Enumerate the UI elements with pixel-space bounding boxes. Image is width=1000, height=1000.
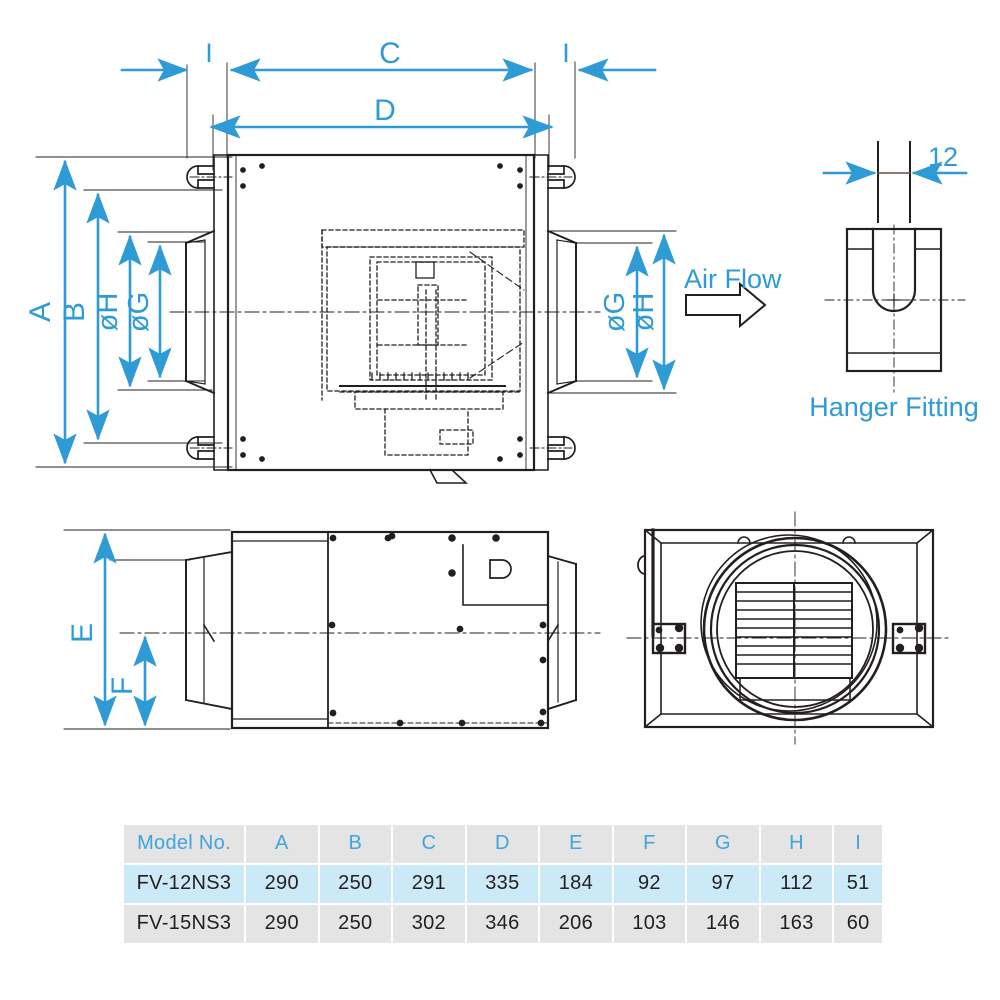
dimension-table-body: Model No. A B C D E F G H I FV-12NS3 290… (124, 825, 882, 943)
table-cell: 290 (246, 905, 318, 943)
end-view (637, 528, 935, 729)
dim-label-E: E (66, 623, 99, 643)
dim-label-B: B (58, 302, 91, 322)
table-cell: 291 (393, 865, 465, 903)
table-header-cell: G (687, 825, 759, 863)
air-flow-label: Air Flow (684, 264, 782, 294)
table-cell-model: FV-12NS3 (124, 865, 244, 903)
end-view-centerlines (626, 511, 951, 745)
hanger-fitting-label: Hanger Fitting (809, 392, 979, 422)
table-cell: 335 (466, 865, 539, 903)
table-header-cell: I (834, 825, 882, 863)
table-cell: 163 (760, 905, 833, 943)
dim-label-I-left: I (205, 38, 213, 68)
table-cell: 346 (466, 905, 539, 943)
table-cell: 290 (246, 865, 318, 903)
dimension-lines-side (93, 532, 157, 727)
bracket-centerlines (189, 176, 573, 449)
table-cell: 97 (687, 865, 759, 903)
table-cell: 302 (393, 905, 465, 943)
dimension-lines-right (625, 233, 676, 391)
table-header-cell: F (613, 825, 686, 863)
dim-label-H-left: øH (92, 293, 124, 332)
table-cell: 206 (540, 905, 612, 943)
dim-label-F: F (106, 677, 139, 695)
dim-label-C: C (379, 37, 401, 70)
table-header-row: Model No. A B C D E F G H I (124, 825, 882, 863)
dim-label-I-right: I (562, 38, 570, 68)
dimension-extension-lines-side (63, 529, 231, 730)
dim-label-H-right: øH (628, 293, 660, 332)
hanger-slot-dim-label: 12 (928, 142, 958, 172)
table-cell: 112 (760, 865, 833, 903)
internal-fan-blade (339, 261, 506, 387)
table-row: FV-15NS3 290 250 302 346 206 103 146 163… (124, 905, 882, 943)
internal-hidden-lines (321, 229, 525, 456)
table-header-cell: H (760, 825, 833, 863)
table-row: FV-12NS3 290 250 291 335 184 92 97 112 5… (124, 865, 882, 903)
side-view-collar-right (546, 554, 577, 711)
table-header-cell: C (393, 825, 465, 863)
side-view-body (230, 530, 550, 730)
dim-label-G-left: øG (123, 292, 155, 332)
table-header-cell: E (540, 825, 612, 863)
hanger-bracket-group (186, 165, 576, 460)
dimension-table: Model No. A B C D E F G H I FV-12NS3 290… (122, 823, 884, 945)
table-header-cell: Model No. (124, 825, 244, 863)
table-cell-model: FV-15NS3 (124, 905, 244, 943)
table-header-cell: D (466, 825, 539, 863)
dimension-extension-lines-right (547, 230, 677, 394)
dim-label-D: D (374, 94, 396, 127)
top-view-body (213, 153, 549, 484)
dim-label-A: A (24, 302, 57, 322)
table-header-cell: A (246, 825, 318, 863)
table-cell: 250 (319, 865, 392, 903)
air-flow-arrow (685, 281, 767, 329)
dimension-lines-horizontal (120, 58, 657, 139)
table-cell: 103 (613, 905, 686, 943)
dim-label-G-right: øG (599, 292, 631, 332)
dimension-lines-left (53, 159, 172, 465)
hanger-centerlines (824, 224, 966, 393)
table-header-cell: B (319, 825, 392, 863)
table-cell: 146 (687, 905, 759, 943)
table-cell: 51 (834, 865, 882, 903)
table-cell: 60 (834, 905, 882, 943)
dimension-extension-lines-left (35, 156, 233, 468)
internal-diagonals (469, 251, 525, 379)
hanger-fitting-detail (845, 141, 943, 373)
table-cell: 92 (613, 865, 686, 903)
side-view-collar-left (185, 550, 234, 711)
table-cell: 184 (540, 865, 612, 903)
table-cell: 250 (319, 905, 392, 943)
